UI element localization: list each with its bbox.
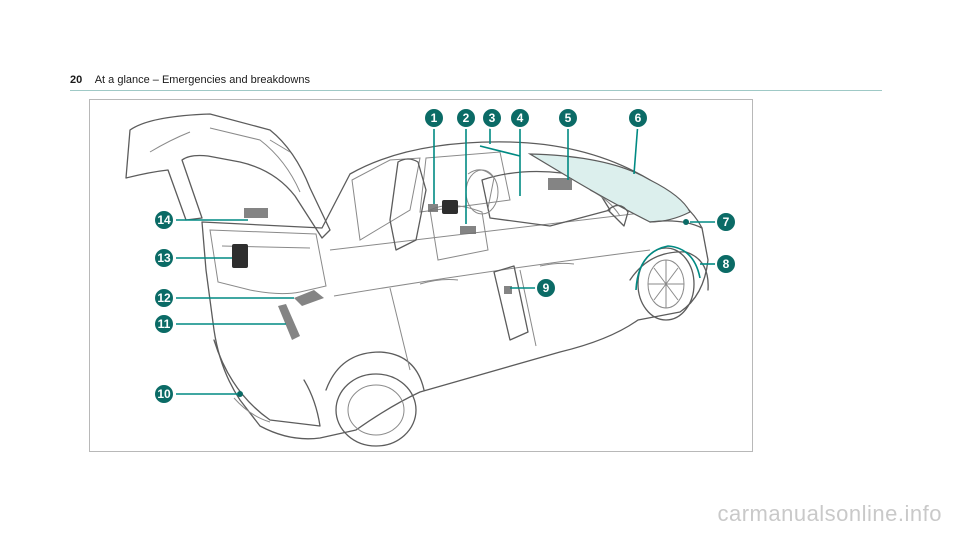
callout-8: 8 xyxy=(715,253,737,275)
page-header: 20 At a glance – Emergencies and breakdo… xyxy=(70,74,310,86)
callout-7-label: 7 xyxy=(723,215,730,229)
fuse-box-left xyxy=(428,204,438,212)
callout-14: 14 xyxy=(153,209,175,231)
vehicle-overview-figure: 1 2 3 4 5 6 7 8 9 10 11 12 13 14 xyxy=(89,99,753,452)
callout-5: 5 xyxy=(557,107,579,129)
callout-2: 2 xyxy=(455,107,477,129)
callout-3: 3 xyxy=(481,107,503,129)
callout-4: 4 xyxy=(509,107,531,129)
callout-8-label: 8 xyxy=(723,257,730,271)
section-title: At a glance – Emergencies and breakdowns xyxy=(94,74,310,86)
callout-3-label: 3 xyxy=(489,111,496,125)
callout-11: 11 xyxy=(153,313,175,335)
warning-triangle xyxy=(294,290,324,306)
callout-9: 9 xyxy=(535,277,557,299)
tailgate-compartment xyxy=(244,208,268,218)
callout-6: 6 xyxy=(627,107,649,129)
callout-7: 7 xyxy=(715,211,737,233)
callout-2-label: 2 xyxy=(463,111,470,125)
callout-12-label: 12 xyxy=(157,291,171,305)
car-body xyxy=(201,141,709,440)
car-illustration: 1 2 3 4 5 6 7 8 9 10 11 12 13 14 xyxy=(125,107,737,447)
callout-1-label: 1 xyxy=(431,111,438,125)
callout-4-label: 4 xyxy=(517,111,524,125)
callout-12: 12 xyxy=(153,287,175,309)
callout-5-label: 5 xyxy=(565,111,572,125)
header-divider xyxy=(70,90,882,91)
callout-13: 13 xyxy=(153,247,175,269)
callout-1: 1 xyxy=(423,107,445,129)
tailgate xyxy=(125,113,331,239)
callout-9-label: 9 xyxy=(543,281,550,295)
fuse-box-footwell xyxy=(460,226,476,234)
tow-ring-storage xyxy=(278,304,300,340)
engine-fuses xyxy=(548,178,572,190)
watermark: carmanualsonline.info xyxy=(717,501,942,526)
page-number: 20 xyxy=(70,74,83,86)
first-aid-kit xyxy=(442,200,458,214)
callout-14-label: 14 xyxy=(157,213,171,227)
towing-eye-front xyxy=(683,219,689,225)
fire-extinguisher xyxy=(504,286,512,294)
callout-10: 10 xyxy=(153,383,175,405)
callout-11-label: 11 xyxy=(158,317,171,331)
callout-6-label: 6 xyxy=(635,111,642,125)
towing-eye-rear xyxy=(237,391,243,397)
callout-13-label: 13 xyxy=(157,251,171,265)
windshield xyxy=(527,153,691,223)
callout-10-label: 10 xyxy=(157,387,171,401)
rear-fuse-box xyxy=(232,244,248,268)
